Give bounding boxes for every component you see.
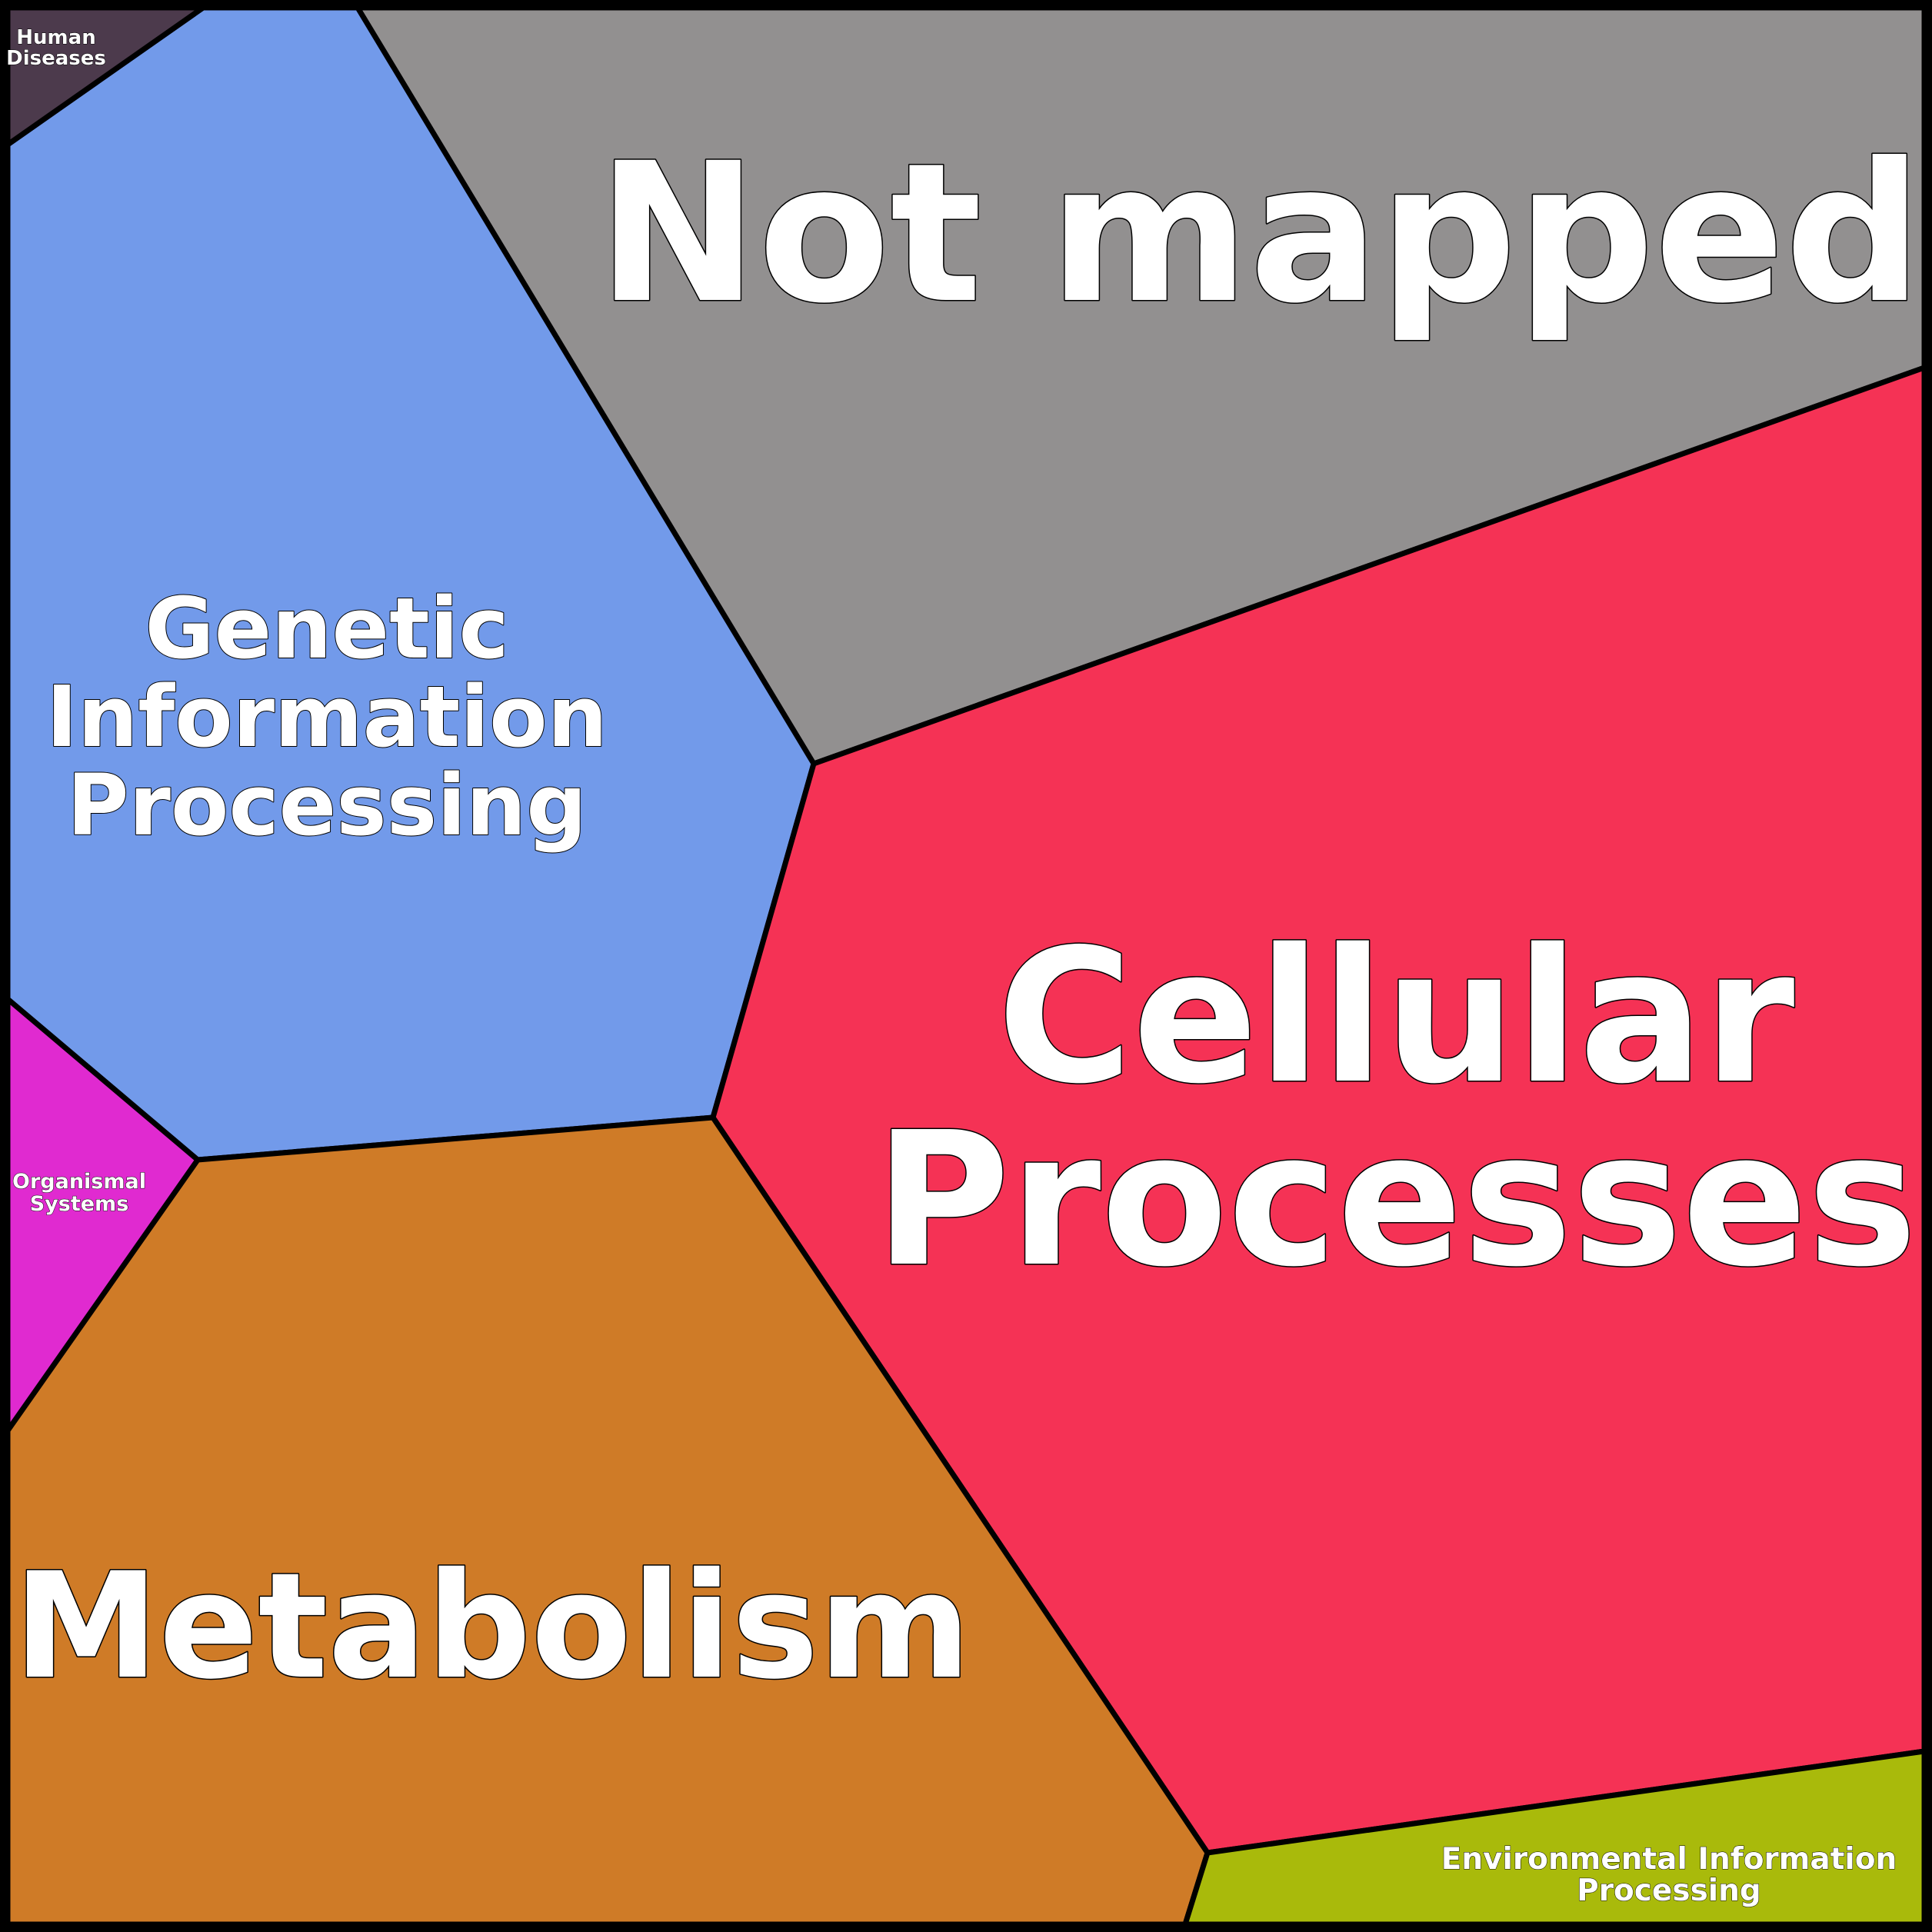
label-line: Not mapped — [597, 122, 1922, 345]
label-line: Processing — [1577, 1874, 1761, 1908]
label-line: Diseases — [6, 47, 106, 70]
label-line: Environmental Information — [1441, 1842, 1897, 1877]
label-line: Genetic — [145, 579, 508, 678]
label-metabolism: Metabolism — [14, 1541, 971, 1711]
label-line: Cellular — [998, 909, 1795, 1124]
label-line: Metabolism — [14, 1541, 971, 1711]
label-line: Processes — [874, 1092, 1917, 1307]
label-line: Human — [16, 26, 95, 49]
label-line: Information — [46, 668, 608, 766]
label-line: Processing — [67, 756, 587, 854]
label-not-mapped: Not mapped — [597, 122, 1922, 345]
label-line: Systems — [30, 1192, 129, 1216]
label-line: Organismal — [12, 1170, 146, 1194]
